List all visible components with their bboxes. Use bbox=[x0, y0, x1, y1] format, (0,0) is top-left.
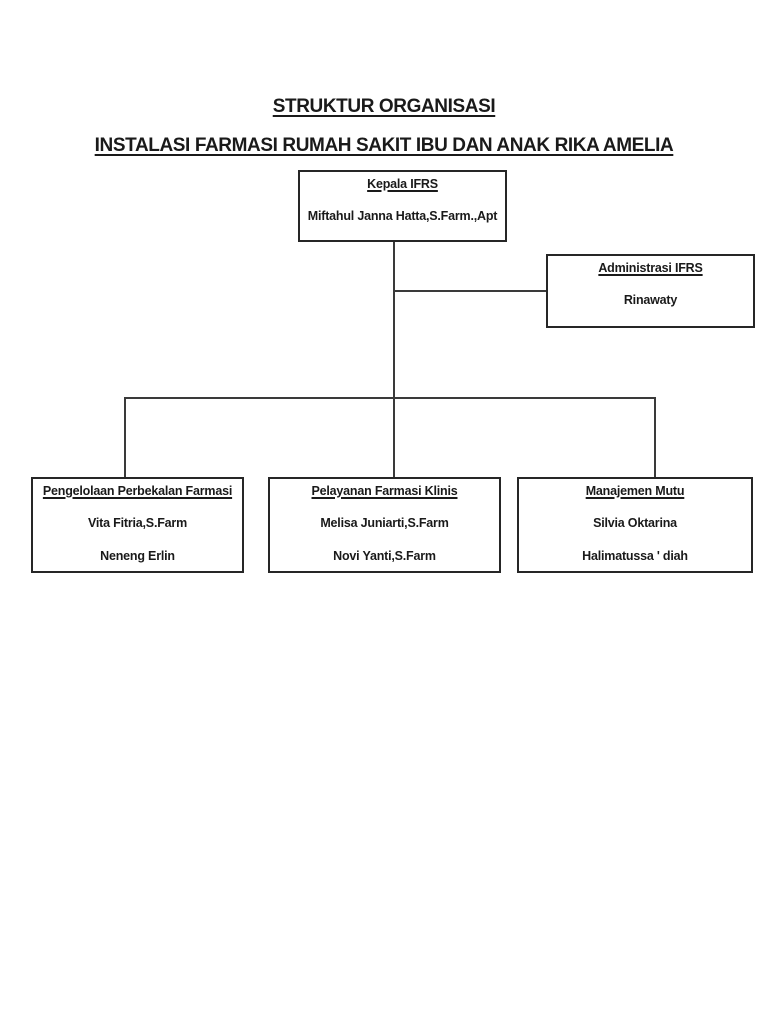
node-member: Vita Fitria,S.Farm bbox=[88, 516, 187, 530]
node-title: Pelayanan Farmasi Klinis bbox=[311, 484, 458, 498]
connector-right-drop bbox=[654, 397, 656, 477]
node-member: Halimatussa ' diah bbox=[582, 549, 688, 563]
node-member: Rinawaty bbox=[623, 293, 678, 307]
org-node-pelayanan-farmasi-klinis: Pelayanan Farmasi Klinis Melisa Juniarti… bbox=[268, 477, 501, 573]
node-title: Pengelolaan Perbekalan Farmasi bbox=[42, 484, 233, 498]
org-node-administrasi-ifrs: Administrasi IFRS Rinawaty bbox=[546, 254, 755, 328]
node-member: Neneng Erlin bbox=[100, 549, 175, 563]
connector-left-drop bbox=[124, 397, 126, 477]
connector-distribution-horizontal bbox=[124, 397, 656, 399]
node-member: Miftahul Janna Hatta,S.Farm.,Apt bbox=[307, 209, 498, 223]
node-member: Silvia Oktarina bbox=[593, 516, 677, 530]
org-node-kepala-ifrs: Kepala IFRS Miftahul Janna Hatta,S.Farm.… bbox=[298, 170, 507, 242]
node-title: Administrasi IFRS bbox=[598, 261, 703, 275]
node-title: Kepala IFRS bbox=[367, 177, 438, 191]
page-title: STRUKTUR ORGANISASI bbox=[272, 96, 496, 117]
page-subtitle: INSTALASI FARMASI RUMAH SAKIT IBU DAN AN… bbox=[94, 135, 674, 156]
org-node-manajemen-mutu: Manajemen Mutu Silvia Oktarina Halimatus… bbox=[517, 477, 753, 573]
node-member: Melisa Juniarti,S.Farm bbox=[320, 516, 449, 530]
connector-kepala-vertical bbox=[393, 242, 395, 477]
node-member: Novi Yanti,S.Farm bbox=[333, 549, 436, 563]
connector-administrasi-branch bbox=[393, 290, 546, 292]
node-title: Manajemen Mutu bbox=[585, 484, 685, 498]
org-node-pengelolaan-perbekalan-farmasi: Pengelolaan Perbekalan Farmasi Vita Fitr… bbox=[31, 477, 244, 573]
